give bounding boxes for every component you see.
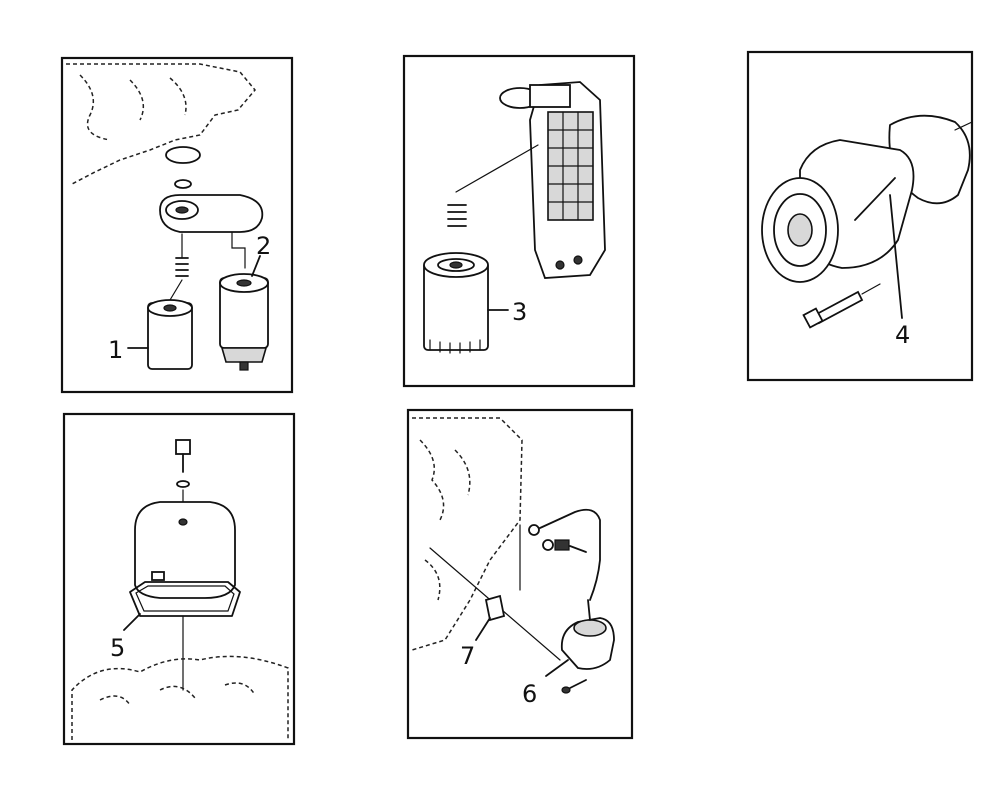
filter-2-drain xyxy=(239,361,249,371)
fuel-pipe xyxy=(539,508,601,601)
filter-head-hole xyxy=(175,206,189,214)
cover-bolt-head xyxy=(175,439,191,455)
filter-2-bowl xyxy=(220,347,268,363)
o-ring xyxy=(165,146,201,164)
callout-3: 3 xyxy=(512,298,527,326)
panel-water-pump: 4 xyxy=(746,50,974,382)
callout-7: 7 xyxy=(460,642,475,670)
filter-3-ring xyxy=(437,258,475,272)
callout-leader-6 xyxy=(545,659,569,677)
callout-leader-7 xyxy=(475,617,491,641)
filter-3-hole xyxy=(449,261,463,269)
cooler-grid xyxy=(547,111,594,221)
engine-outline xyxy=(411,417,523,651)
engine-detail xyxy=(79,74,187,141)
spring xyxy=(447,204,467,227)
engine-detail xyxy=(419,439,471,601)
stud xyxy=(854,177,896,221)
filter-2-hole xyxy=(236,279,252,287)
banjo-bolt xyxy=(554,539,570,551)
cover-gasket-inner xyxy=(135,585,235,612)
top-housing xyxy=(529,84,571,108)
pump-spacer xyxy=(484,594,506,622)
bolt-hole xyxy=(573,255,583,265)
callout-leader-2 xyxy=(251,255,261,277)
feed-pump-inlet xyxy=(587,599,591,621)
cover-washer xyxy=(176,480,190,488)
filter-3-ribs xyxy=(429,339,481,354)
leader-filter-1 xyxy=(169,279,183,301)
bolt-head xyxy=(802,307,824,329)
pump-screw-head xyxy=(561,686,571,694)
bolt-hole xyxy=(555,260,565,270)
leader-filter-2 xyxy=(231,231,246,269)
washer xyxy=(174,179,192,189)
panel-frame xyxy=(62,412,296,746)
panel-feed-pump: 7 6 xyxy=(406,408,634,740)
bolt-leader xyxy=(861,283,881,295)
banjo-bolt-shank xyxy=(569,545,587,553)
callout-leader-4 xyxy=(889,194,903,319)
pump-screw xyxy=(569,679,587,689)
pulley-hub xyxy=(787,213,813,247)
guide-line xyxy=(455,144,539,193)
cover-tab xyxy=(151,571,165,581)
panel-oil-filters: 1 2 xyxy=(60,56,294,394)
cover-gasket xyxy=(129,581,241,617)
filter-1-hole xyxy=(163,304,177,312)
rocker-cover xyxy=(134,501,236,599)
cover-hole xyxy=(178,518,188,526)
callout-6: 6 xyxy=(522,680,537,708)
union-washer xyxy=(542,539,554,551)
spring xyxy=(175,257,189,277)
callout-2: 2 xyxy=(256,232,271,260)
panel-rocker-cover: 5 xyxy=(62,412,296,746)
callout-4: 4 xyxy=(895,321,910,349)
engine-outline xyxy=(71,655,289,740)
gasket-leader xyxy=(954,121,973,131)
callout-5: 5 xyxy=(110,634,125,662)
callout-leader-5 xyxy=(123,613,141,631)
union-washer xyxy=(528,524,540,536)
engine-detail xyxy=(99,682,256,706)
pulley-inner xyxy=(773,193,827,267)
feed-pump-cap xyxy=(573,619,607,637)
callout-1: 1 xyxy=(108,336,123,364)
engine-outline xyxy=(66,63,256,185)
panel-filter-block: 3 xyxy=(402,54,636,388)
